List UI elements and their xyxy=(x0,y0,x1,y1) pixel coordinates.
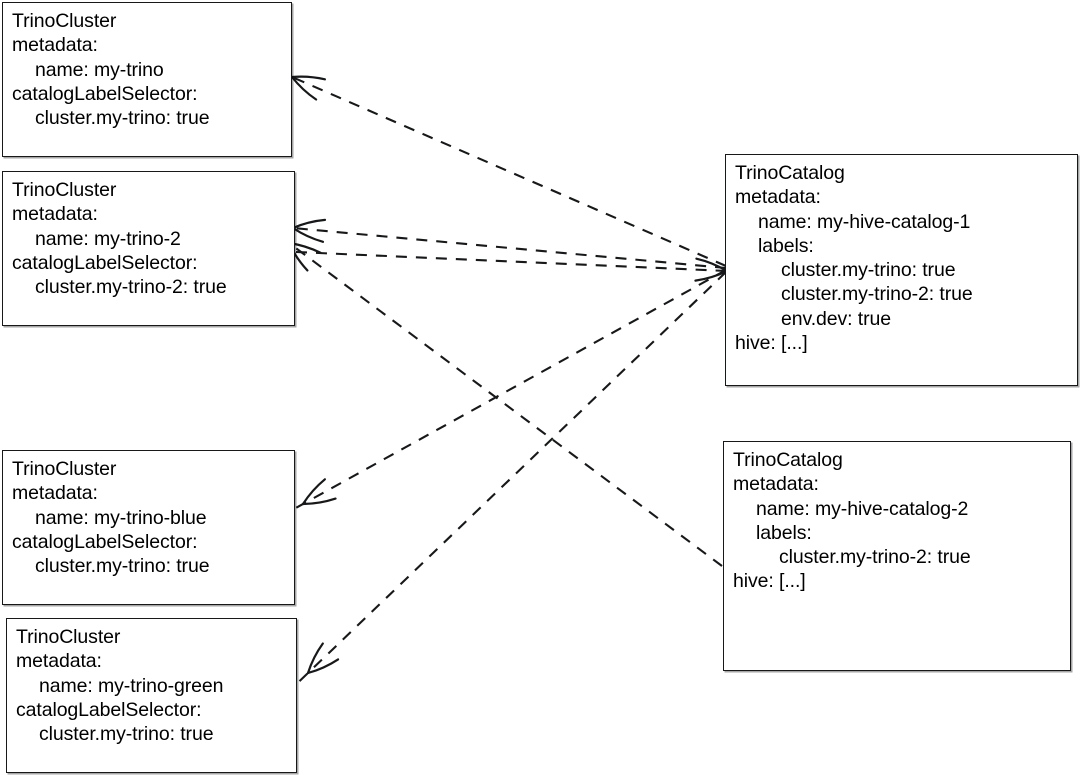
node-field-line: name: my-trino xyxy=(35,58,164,81)
node-field-line: catalogLabelSelector: xyxy=(16,698,202,721)
node-field-line: name: my-trino-blue xyxy=(35,506,207,529)
node-field-line: cluster.my-trino-2: true xyxy=(35,276,227,299)
node-field-line: metadata: xyxy=(12,482,98,505)
node-field-line: labels: xyxy=(756,521,812,544)
node-field-line: metadata: xyxy=(12,34,98,57)
node-field-line: catalogLabelSelector: xyxy=(12,82,198,105)
node-field-line: name: my-trino-2 xyxy=(35,227,181,250)
node-kind-label: TrinoCluster xyxy=(16,626,121,648)
node-kind-label: TrinoCatalog xyxy=(733,449,843,471)
node-field-line: metadata: xyxy=(12,203,98,226)
node-field-line: name: my-trino-green xyxy=(39,674,224,697)
node-field-line: metadata: xyxy=(733,473,819,496)
node-kind-label: TrinoCluster xyxy=(12,458,117,480)
node-field-line: cluster.my-trino: true xyxy=(35,555,210,578)
node-field-line: metadata: xyxy=(735,186,821,209)
node-field-line: cluster.my-trino-2: true xyxy=(781,283,973,306)
node-field-line: cluster.my-trino-2: true xyxy=(779,546,971,569)
node-field-line: hive: [...] xyxy=(735,332,808,355)
node-field-line: catalogLabelSelector: xyxy=(12,530,198,553)
node-field-line: catalogLabelSelector: xyxy=(12,251,198,274)
edge-edge-catalog1-to-my-trino xyxy=(267,65,727,267)
node-field-line: name: my-hive-catalog-1 xyxy=(758,210,971,233)
node-field-line: hive: [...] xyxy=(733,570,806,593)
node-field-line: cluster.my-trino: true xyxy=(39,723,214,746)
node-field-line: metadata: xyxy=(16,650,102,673)
node-field-line: env.dev: true xyxy=(781,307,891,330)
edge-edge-catalog1-to-my-trino-2 xyxy=(267,218,727,270)
node-field-line: cluster.my-trino: true xyxy=(35,107,210,130)
node-kind-label: TrinoCluster xyxy=(12,10,117,32)
node-field-line: labels: xyxy=(758,234,814,257)
edge-edge-catalog2-to-my-trino-2 xyxy=(267,226,723,567)
edge-edge-catalog1-to-my-trino-green xyxy=(288,271,727,692)
node-kind-label: TrinoCatalog xyxy=(735,162,845,184)
edge-edge-catalog1-from-my-trino-2 xyxy=(295,250,754,282)
node-field-line: cluster.my-trino: true xyxy=(781,259,956,282)
edge-edge-catalog1-to-my-trino-blue xyxy=(279,269,727,518)
node-field-line: name: my-hive-catalog-2 xyxy=(756,497,969,520)
node-kind-label: TrinoCluster xyxy=(12,179,117,201)
